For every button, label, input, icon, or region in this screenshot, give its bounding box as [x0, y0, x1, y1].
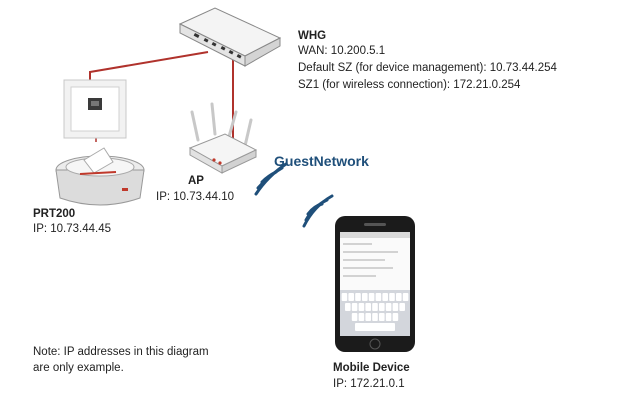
keyboard-key [358, 303, 365, 311]
keyboard [341, 293, 409, 331]
whg-sz1-label: SZ1 (for wireless connection): 172.21.0.… [298, 79, 521, 91]
wall-jack-icon [63, 79, 127, 139]
access-point-icon [188, 102, 258, 174]
note-line-2: are only example. [33, 362, 124, 374]
printer-name-label: PRT200 [33, 208, 76, 220]
whg-wan-label: WAN: 10.200.5.1 [298, 45, 386, 57]
keyboard-key [402, 293, 409, 301]
keyboard-key [372, 313, 378, 321]
keyboard-key [389, 293, 395, 301]
keyboard-key [348, 293, 354, 301]
keyboard-key [372, 303, 378, 311]
keyboard-key [341, 293, 348, 301]
keyboard-key [396, 293, 402, 301]
keyboard-key [355, 293, 361, 301]
ap-ip-label: IP: 10.73.44.10 [156, 191, 235, 203]
keyboard-key [382, 293, 388, 301]
keyboard-key [375, 293, 382, 301]
printer-icon [55, 147, 145, 206]
keyboard-key [379, 303, 385, 311]
keyboard-key [351, 313, 358, 321]
keyboard-key [379, 313, 385, 321]
keyboard-key [385, 303, 392, 311]
ssid-label: GuestNetwork [274, 153, 369, 169]
keyboard-key [392, 303, 399, 311]
keyboard-key [368, 293, 375, 301]
keyboard-key [365, 303, 371, 311]
whg-name-label: WHG [298, 30, 327, 42]
keyboard-key [362, 293, 368, 301]
keyboard-key [399, 303, 405, 311]
whg-router-icon [178, 7, 282, 67]
printer-ip-label: IP: 10.73.44.45 [33, 223, 112, 235]
keyboard-key [351, 303, 358, 311]
note-line-1: Note: IP addresses in this diagram [33, 346, 209, 358]
whg-default-sz-label: Default SZ (for device management): 10.7… [298, 62, 557, 74]
keyboard-key [365, 313, 371, 321]
mobile-name-label: Mobile Device [333, 362, 410, 374]
mobile-device-icon [335, 216, 415, 352]
keyboard-key [345, 303, 351, 311]
keyboard-space-key [355, 323, 395, 331]
mobile-ip-label: IP: 172.21.0.1 [333, 378, 405, 390]
wifi-signal-icon [302, 194, 334, 228]
wifi-signal-icon [254, 162, 288, 196]
keyboard-key [392, 313, 399, 321]
ap-name-label: AP [188, 175, 204, 187]
keyboard-key [358, 313, 365, 321]
keyboard-key [385, 313, 392, 321]
